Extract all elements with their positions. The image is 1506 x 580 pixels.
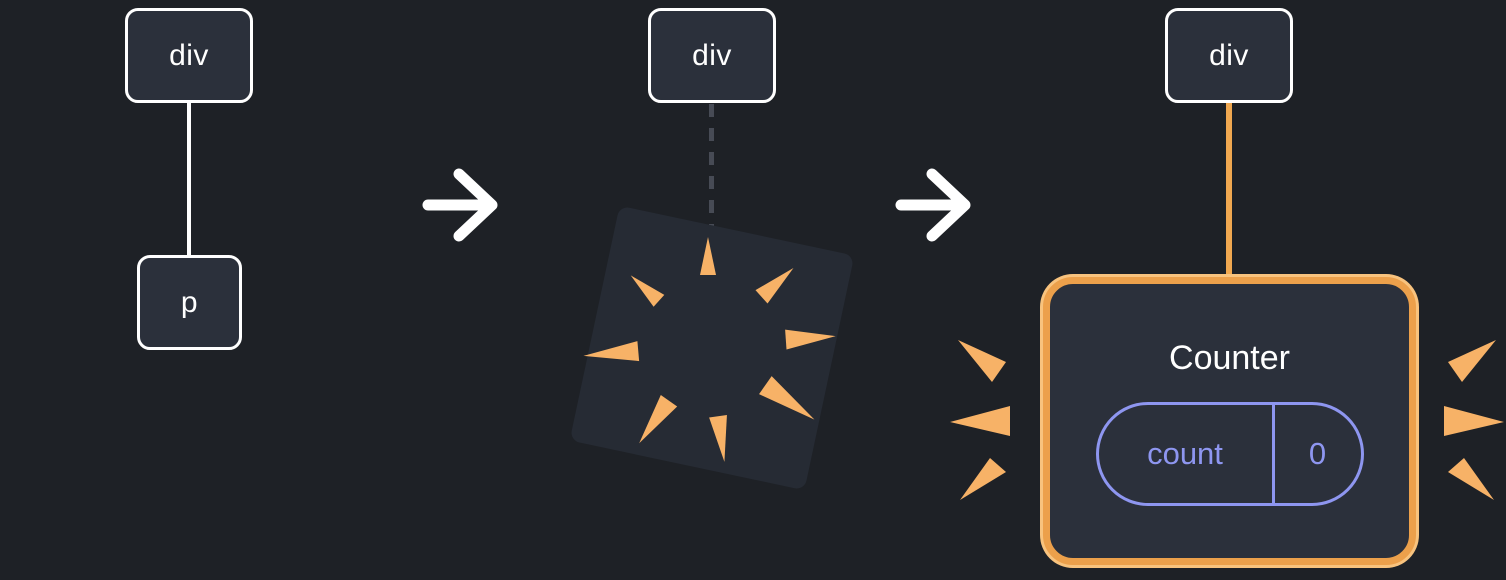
- dashed-connector-line: [709, 104, 714, 234]
- state-pill-divider: [1271, 405, 1275, 503]
- dom-node-p: p: [137, 255, 242, 350]
- poof-explosion-icon: [571, 207, 853, 489]
- right-arrow-icon: [895, 168, 971, 242]
- tree-connector-line: [187, 103, 191, 256]
- dom-node-label: p: [180, 285, 199, 319]
- sparkle-burst-right-icon: [1444, 340, 1504, 500]
- sparkle-burst-left-icon: [950, 340, 1010, 500]
- dom-node-div: div: [648, 8, 776, 103]
- dom-node-div: div: [1165, 8, 1293, 103]
- orange-connector-line: [1226, 103, 1232, 281]
- dom-node-label: div: [1209, 38, 1249, 72]
- counter-component: Counter count 0: [1043, 277, 1416, 565]
- right-arrow-icon: [422, 168, 498, 242]
- dom-node-div: div: [125, 8, 253, 103]
- dom-node-label: div: [692, 38, 732, 72]
- state-label: count: [1147, 436, 1223, 471]
- dom-node-label: div: [169, 38, 209, 72]
- state-value: 0: [1308, 436, 1327, 471]
- counter-title: Counter: [1169, 339, 1290, 377]
- state-pill: count 0: [1095, 402, 1364, 506]
